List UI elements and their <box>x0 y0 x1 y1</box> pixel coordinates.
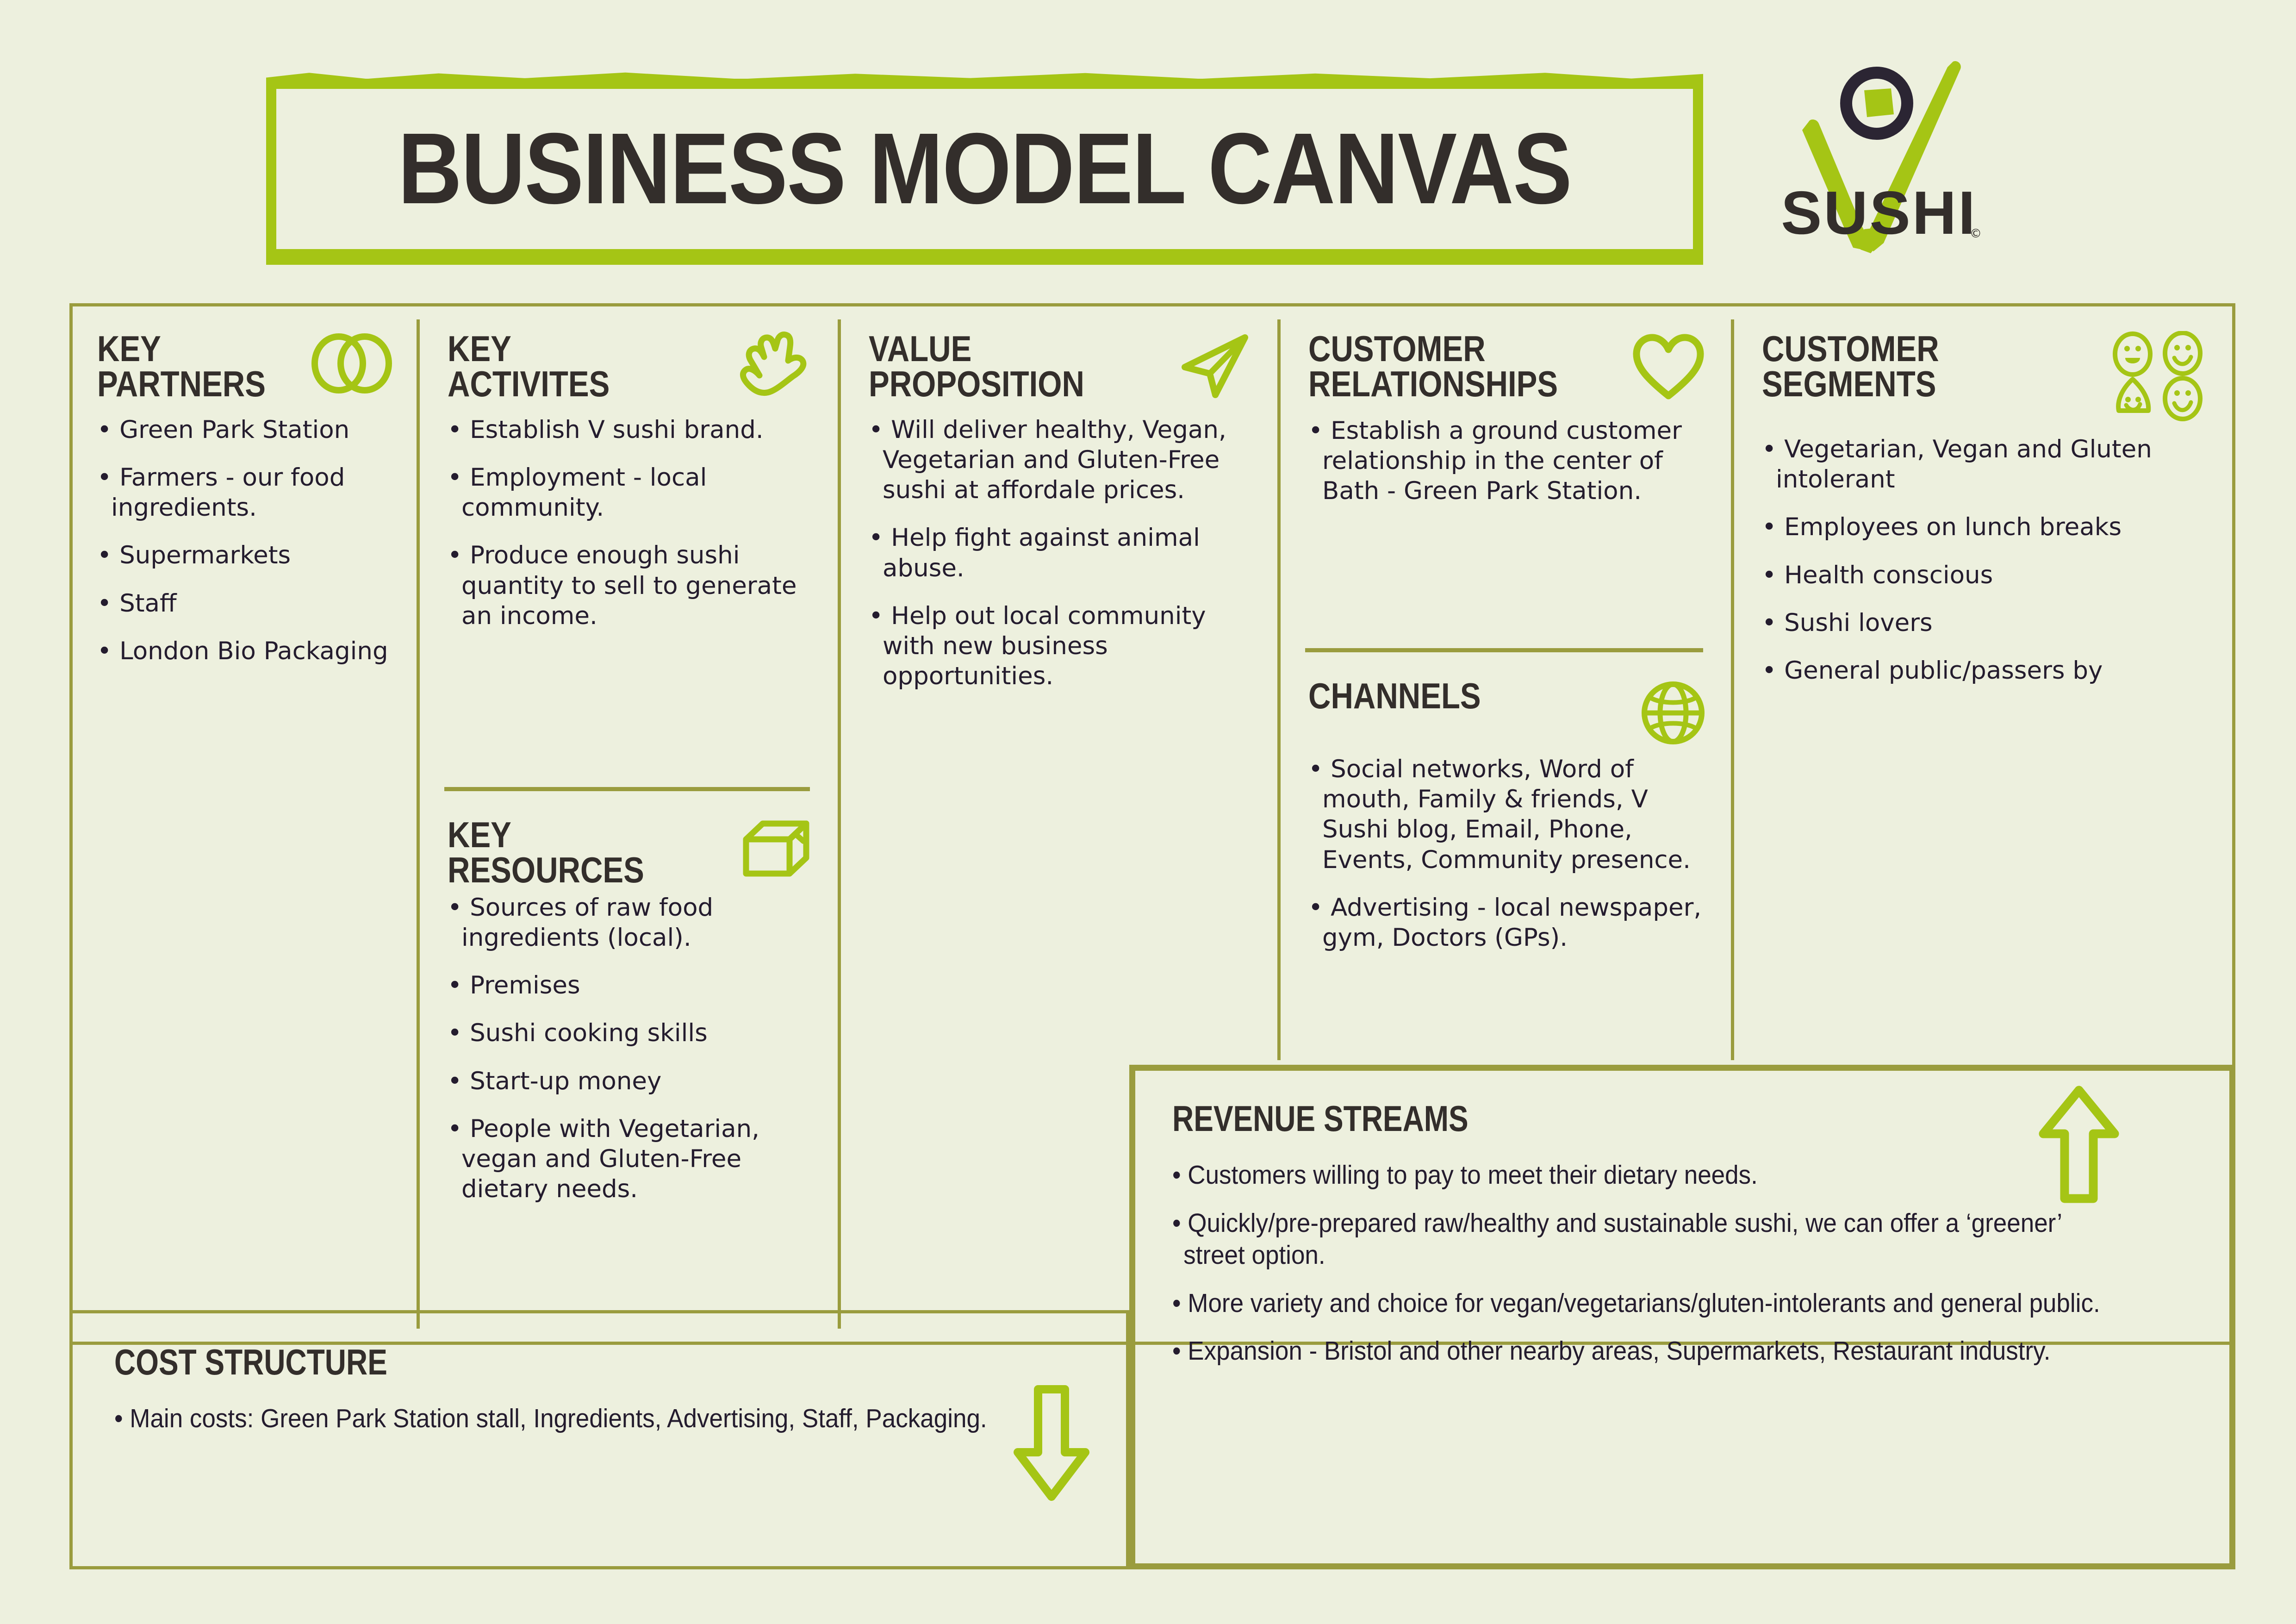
list-item: Establish V sushi brand. <box>448 415 815 445</box>
list-item: Will deliver healthy, Vegan, Vegetarian … <box>869 415 1254 506</box>
column-divider-3 <box>1277 319 1281 1060</box>
list-item: People with Vegetarian, vegan and Gluten… <box>448 1114 815 1205</box>
list-item: Advertising - local newspaper, gym, Doct… <box>1308 893 1708 953</box>
v-sushi-logo: SUSHI © <box>1754 44 2004 262</box>
cost-structure-list: Main costs: Green Park Station stall, In… <box>114 1403 1094 1435</box>
section-key-partners: KEY PARTNERS Green Park Station Farmers … <box>69 303 417 684</box>
revenue-streams-title: REVENUE STREAMS <box>1172 1098 1468 1139</box>
value-proposition-header: VALUE PROPOSITION <box>869 331 1254 402</box>
customer-relationships-list: Establish a ground customer relationship… <box>1308 416 1708 506</box>
channels-list: Social networks, Word of mouth, Family &… <box>1308 754 1708 953</box>
list-item: London Bio Packaging <box>97 636 393 666</box>
list-item: Sushi cooking skills <box>448 1018 815 1048</box>
key-resources-list: Sources of raw food ingredients (local).… <box>448 893 815 1205</box>
key-partners-list: Green Park Station Farmers - our food in… <box>97 415 393 666</box>
section-revenue-streams: REVENUE STREAMS Customers willing to pay… <box>1129 1065 2235 1569</box>
list-item: Quickly/pre-prepared raw/healthy and sus… <box>1172 1207 2125 1272</box>
revenue-streams-list: Customers willing to pay to meet their d… <box>1172 1159 2197 1368</box>
canvas-grid-frame <box>69 303 2235 1345</box>
list-item: Premises <box>448 970 815 1000</box>
v-sushi-logo-svg: SUSHI © <box>1781 61 1982 253</box>
title-frame: BUSINESS MODEL CANVAS <box>266 79 1703 259</box>
section-customer-relationships: CUSTOMER RELATIONSHIPS Establish a groun… <box>1281 303 1731 524</box>
list-item: Vegetarian, Vegan and Gluten intolerant <box>1762 434 2212 494</box>
section-value-proposition: VALUE PROPOSITION Will deliver healthy, … <box>841 303 1277 709</box>
channels-separator <box>1305 648 1703 652</box>
customer-segments-header: CUSTOMER SEGMENTS <box>1762 331 2212 421</box>
up-arrow-icon <box>2033 1085 2126 1207</box>
key-activities-title: KEY ACTIVITES <box>448 328 610 405</box>
heart-icon <box>1629 331 1708 403</box>
list-item: Staff <box>97 588 393 618</box>
paper-plane-icon <box>1176 331 1254 400</box>
section-key-resources: KEY RESOURCES Sources of raw food ingred… <box>420 812 838 1222</box>
key-resources-separator <box>444 787 810 791</box>
svg-text:©: © <box>1970 227 1982 241</box>
list-item: Establish a ground customer relationship… <box>1308 416 1708 506</box>
logo-wordmark: SUSHI <box>1781 179 1977 247</box>
page-title: BUSINESS MODEL CANVAS <box>398 112 1572 225</box>
section-customer-segments: CUSTOMER SEGMENTS <box>1734 303 2235 703</box>
key-activities-list: Establish V sushi brand. Employment - lo… <box>448 415 815 631</box>
list-item: Health conscious <box>1762 560 2212 590</box>
channels-title: CHANNELS <box>1308 675 1481 716</box>
four-smiley-faces-icon <box>2106 331 2212 421</box>
section-channels: CHANNELS Social networks, Word of mouth,… <box>1281 674 1731 970</box>
cost-structure-title: COST STRUCTURE <box>114 1342 387 1382</box>
key-partners-header: KEY PARTNERS <box>97 331 393 402</box>
list-item: Help fight against animal abuse. <box>869 523 1254 583</box>
value-proposition-list: Will deliver healthy, Vegan, Vegetarian … <box>869 415 1254 692</box>
list-item: Start-up money <box>448 1066 815 1096</box>
list-item: Produce enough sushi quantity to sell to… <box>448 540 815 631</box>
customer-segments-title: CUSTOMER SEGMENTS <box>1762 328 1939 405</box>
two-overlapping-circles-icon <box>310 331 393 400</box>
list-item: Social networks, Word of mouth, Family &… <box>1308 754 1708 875</box>
globe-icon <box>1638 678 1708 748</box>
list-item: Sushi lovers <box>1762 608 2212 638</box>
column-divider-4 <box>1731 319 1734 1060</box>
key-activities-header: KEY ACTIVITES <box>448 331 815 402</box>
poster-header: BUSINESS MODEL CANVAS SUSHI © <box>0 0 2296 287</box>
key-resources-title: KEY RESOURCES <box>448 814 644 891</box>
list-item: Supermarkets <box>97 540 393 570</box>
list-item: Farmers - our food ingredients. <box>97 462 393 523</box>
list-item: Sources of raw food ingredients (local). <box>448 893 815 953</box>
list-item: Green Park Station <box>97 415 393 445</box>
key-partners-title: KEY PARTNERS <box>97 328 266 405</box>
column-divider-1 <box>417 319 420 1329</box>
list-item: Customers willing to pay to meet their d… <box>1172 1159 2125 1192</box>
list-item: More variety and choice for vegan/vegeta… <box>1172 1287 2125 1320</box>
customer-segments-list: Vegetarian, Vegan and Gluten intolerant … <box>1762 434 2212 686</box>
key-resources-header: KEY RESOURCES <box>448 817 815 888</box>
list-item: Main costs: Green Park Station stall, In… <box>114 1403 1025 1435</box>
list-item: General public/passers by <box>1762 656 2212 686</box>
channels-header: CHANNELS <box>1308 678 1708 748</box>
section-cost-structure: COST STRUCTURE Main costs: Green Park St… <box>69 1310 1129 1569</box>
box-icon <box>736 817 815 882</box>
list-item: Expansion - Bristol and other nearby are… <box>1172 1335 2125 1368</box>
customer-relationships-title: CUSTOMER RELATIONSHIPS <box>1308 328 1558 405</box>
list-item: Employees on lunch breaks <box>1762 512 2212 542</box>
open-hand-icon <box>734 331 815 400</box>
column-divider-2 <box>838 319 841 1329</box>
down-arrow-icon <box>1008 1383 1095 1505</box>
list-item: Help out local community with new busine… <box>869 601 1254 692</box>
list-item: Employment - local community. <box>448 462 815 523</box>
section-key-activities: KEY ACTIVITES Establish V sushi brand. E… <box>420 303 838 649</box>
value-proposition-title: VALUE PROPOSITION <box>869 328 1084 405</box>
customer-relationships-header: CUSTOMER RELATIONSHIPS <box>1308 331 1708 403</box>
